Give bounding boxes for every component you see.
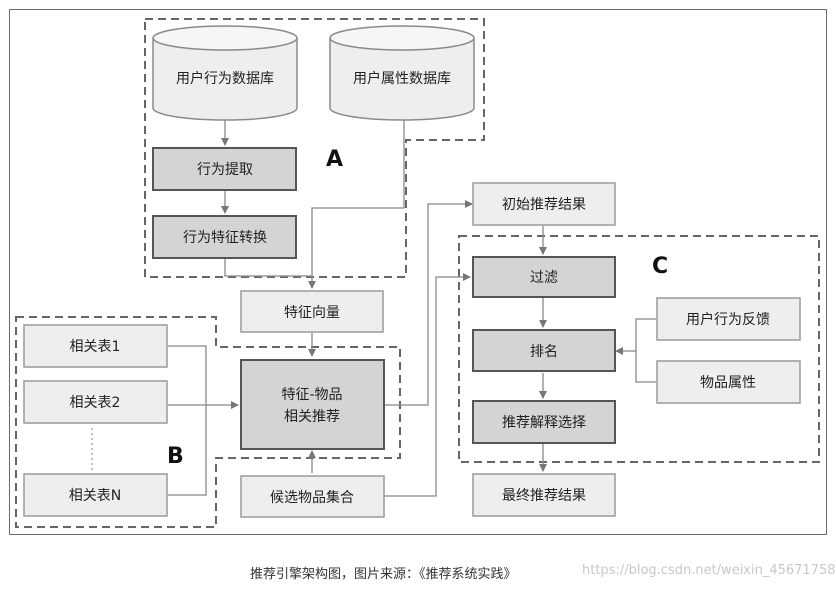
related-table-2-box: [23, 380, 168, 424]
initial-results-label: 初始推荐结果: [502, 196, 586, 213]
candidate-items-label: 候选物品集合: [270, 489, 354, 506]
final-results-label: 最终推荐结果: [502, 488, 586, 504]
feature-vector-label: 特征向量: [284, 305, 340, 321]
region-a-label: A: [326, 147, 343, 172]
rank-box: [472, 329, 616, 372]
behavior-extract-label: 行为提取: [197, 162, 253, 178]
feature-vector-box: [240, 290, 384, 333]
edge-feature-item-to-initial: [384, 200, 473, 406]
region-b-label: B: [167, 444, 184, 469]
related-table-1-label: 相关表1: [70, 339, 121, 355]
explain-select-box: [472, 400, 616, 444]
user-behavior-db-label: 用户行为数据库: [176, 70, 274, 87]
filter-box: [472, 256, 616, 298]
related-table-n-label: 相关表N: [69, 488, 121, 504]
filter-label: 过滤: [530, 270, 558, 286]
feature-item-box: [240, 359, 385, 450]
feature-item-label-line1: 特征-物品: [281, 387, 342, 403]
behavior-feature-convert-label: 行为特征转换: [183, 229, 267, 246]
item-attributes-label: 物品属性: [700, 375, 756, 391]
feature-item-label-line2: 相关推荐: [284, 409, 340, 425]
user-feedback-label: 用户行为反馈: [686, 311, 770, 328]
edge-attrdb-to-vector: [308, 120, 405, 289]
edge-table1-merge: [168, 345, 207, 405]
initial-results-box: [472, 182, 616, 226]
edge-feedback-merge: [635, 318, 656, 383]
region-b-border: [15, 316, 401, 528]
behavior-feature-convert-box: [152, 215, 297, 259]
behavior-extract-box: [152, 147, 297, 191]
item-attributes-box: [656, 360, 801, 404]
user-feedback-box: [656, 297, 801, 341]
region-c-label: C: [652, 254, 668, 279]
figure-caption: 推荐引擎架构图，图片来源：《推荐系统实践》: [250, 567, 517, 582]
region-a-border: [144, 18, 485, 278]
edge-convert-to-vector: [224, 258, 312, 277]
user-attr-db-label: 用户属性数据库: [353, 70, 451, 87]
related-table-1-box: [23, 324, 168, 368]
final-results-box: [472, 473, 616, 517]
rank-label: 排名: [530, 344, 558, 360]
related-table-2-label: 相关表2: [70, 395, 121, 411]
explain-select-label: 推荐解释选择: [502, 415, 586, 431]
related-table-n-box: [23, 473, 168, 517]
user-behavior-db-cylinder: [152, 25, 298, 121]
user-attr-db-cylinder: [329, 25, 475, 121]
watermark-url: https://blog.csdn.net/weixin_45671758: [582, 563, 836, 578]
region-c-border: [458, 235, 820, 463]
edge-candidate-to-filter: [384, 273, 471, 497]
edge-tablen-merge: [168, 405, 207, 496]
candidate-items-box: [240, 475, 385, 518]
